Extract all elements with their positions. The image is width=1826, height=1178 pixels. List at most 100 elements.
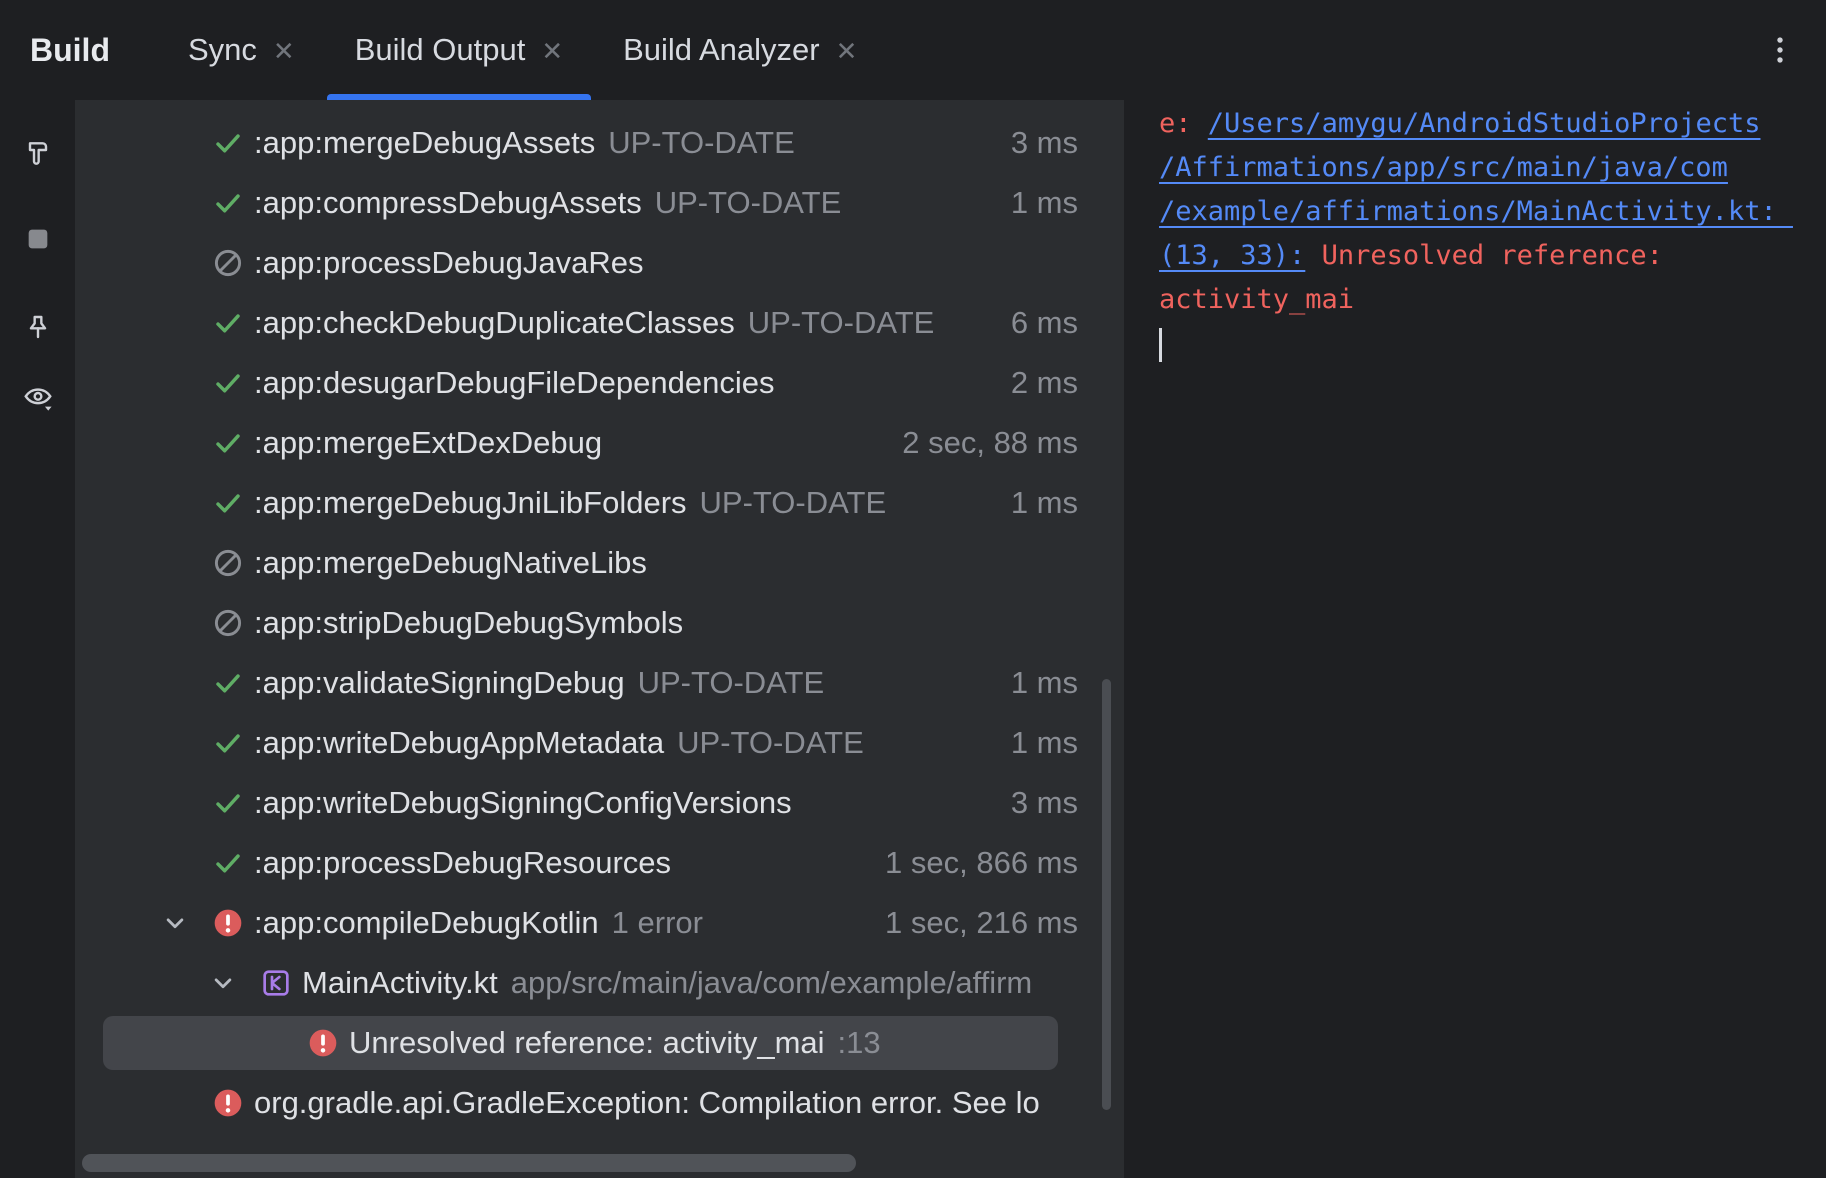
node-suffix: UP-TO-DATE bbox=[677, 725, 864, 760]
node-suffix: :13 bbox=[837, 1025, 881, 1060]
node-label: :app:compressDebugAssets bbox=[254, 185, 642, 220]
chevron-down-icon[interactable] bbox=[160, 908, 212, 938]
success-icon bbox=[212, 787, 244, 819]
close-icon[interactable]: ✕ bbox=[272, 36, 295, 66]
node-label: :app:checkDebugDuplicateClasses bbox=[254, 305, 735, 340]
tree-row[interactable]: :app:processDebugResources 1 sec, 866 ms bbox=[75, 833, 1124, 893]
task-duration: 1 ms bbox=[1010, 185, 1078, 220]
tree-row[interactable]: :app:compileDebugKotlin 1 error 1 sec, 216… bbox=[75, 893, 1124, 953]
node-suffix: app/src/main/java/com/example/affirm bbox=[510, 965, 1033, 1000]
node-label: :app:stripDebugDebugSymbols bbox=[254, 605, 684, 640]
success-icon bbox=[212, 127, 244, 159]
file-location-link[interactable]: /example/affirmations/MainActivity.kt: bbox=[1159, 196, 1793, 227]
file-location-link[interactable]: /Affirmations/app/src/main/java/com bbox=[1159, 152, 1728, 183]
tree-row[interactable]: :app:processDebugJavaRes bbox=[75, 233, 1124, 293]
tab-sync[interactable]: Sync ✕ bbox=[158, 0, 325, 100]
tree-row[interactable]: :app:desugarDebugFileDependencies 2 ms bbox=[75, 353, 1124, 413]
tree-row[interactable]: :app:mergeExtDexDebug 2 sec, 88 ms bbox=[75, 413, 1124, 473]
console-line: /example/affirmations/MainActivity.kt: bbox=[1159, 190, 1818, 234]
error-icon bbox=[307, 1027, 339, 1059]
success-icon bbox=[212, 187, 244, 219]
success-icon bbox=[212, 727, 244, 759]
eye-icon[interactable] bbox=[16, 375, 60, 419]
tree-row[interactable]: :app:writeDebugAppMetadata UP-TO-DATE 1 ms bbox=[75, 713, 1124, 773]
node-label: :app:processDebugResources bbox=[254, 845, 672, 880]
tree-row[interactable]: org.gradle.api.GradleException: Compilat… bbox=[75, 1073, 1124, 1133]
node-label: :app:writeDebugAppMetadata bbox=[254, 725, 665, 760]
success-icon bbox=[212, 367, 244, 399]
pin-icon[interactable] bbox=[16, 305, 60, 349]
console-caret-line bbox=[1159, 322, 1818, 366]
build-error-console: e: /Users/amygu/AndroidStudioProjects/Af… bbox=[1124, 100, 1826, 1178]
tree-row[interactable]: Unresolved reference: activity_mai:13 bbox=[75, 1013, 1124, 1073]
task-duration: 1 ms bbox=[1010, 665, 1078, 700]
tab-label: Build Analyzer bbox=[623, 32, 820, 67]
node-suffix: UP-TO-DATE bbox=[699, 485, 887, 520]
error-message-text: activity_mai bbox=[1159, 284, 1355, 315]
error-icon bbox=[212, 1087, 244, 1119]
node-label: :app:mergeDebugJniLibFolders bbox=[254, 485, 687, 520]
node-suffix: 1 error bbox=[611, 905, 703, 940]
horizontal-scrollbar[interactable] bbox=[82, 1154, 856, 1172]
success-icon bbox=[212, 847, 244, 879]
file-location-link[interactable]: (13, 33): bbox=[1159, 240, 1306, 271]
tab-label: Sync bbox=[187, 32, 257, 67]
error-message-text: e: bbox=[1159, 108, 1208, 139]
node-label: :app:validateSigningDebug bbox=[254, 665, 625, 700]
skipped-icon bbox=[212, 547, 244, 579]
console-line: (13, 33): Unresolved reference: bbox=[1159, 234, 1818, 278]
task-duration: 1 ms bbox=[1010, 485, 1078, 520]
tree-row[interactable]: :app:stripDebugDebugSymbols bbox=[75, 593, 1124, 653]
task-duration: 1 sec, 216 ms bbox=[885, 905, 1078, 940]
hammer-icon[interactable] bbox=[16, 130, 60, 174]
task-duration: 6 ms bbox=[1010, 305, 1078, 340]
node-label: :app:processDebugJavaRes bbox=[254, 245, 644, 280]
node-label: :app:desugarDebugFileDependencies bbox=[254, 365, 775, 400]
success-icon bbox=[212, 487, 244, 519]
tree-row[interactable]: :app:mergeDebugJniLibFolders UP-TO-DATE 1 … bbox=[75, 473, 1124, 533]
tab-label: Build Output bbox=[354, 32, 526, 67]
task-duration: 1 sec, 866 ms bbox=[885, 845, 1078, 880]
node-label: :app:mergeExtDexDebug bbox=[254, 425, 603, 460]
vertical-scrollbar[interactable] bbox=[1102, 679, 1111, 1110]
node-suffix: UP-TO-DATE bbox=[637, 665, 825, 700]
tree-row[interactable]: :app:validateSigningDebug UP-TO-DATE 1 ms bbox=[75, 653, 1124, 713]
error-icon bbox=[212, 907, 244, 939]
task-duration: 2 ms bbox=[1010, 365, 1078, 400]
tab-build-output[interactable]: Build Output ✕ bbox=[325, 0, 593, 100]
tree-row[interactable]: :app:mergeDebugNativeLibs bbox=[75, 533, 1124, 593]
error-message-text: Unresolved reference: bbox=[1305, 240, 1663, 271]
success-icon bbox=[212, 427, 244, 459]
stop-icon[interactable] bbox=[16, 217, 60, 261]
console-line: activity_mai bbox=[1159, 278, 1818, 322]
node-label: :app:writeDebugSigningConfigVersions bbox=[254, 785, 792, 820]
chevron-down-icon[interactable] bbox=[208, 968, 260, 998]
success-icon bbox=[212, 667, 244, 699]
more-options-icon[interactable] bbox=[1758, 28, 1802, 72]
text-cursor bbox=[1159, 327, 1162, 362]
tab-build-analyzer[interactable]: Build Analyzer ✕ bbox=[593, 0, 887, 100]
node-label: :app:compileDebugKotlin bbox=[254, 905, 599, 940]
task-duration: 3 ms bbox=[1010, 125, 1078, 160]
left-toolbar bbox=[0, 100, 75, 1178]
file-location-link[interactable]: /Users/amygu/AndroidStudioProjects bbox=[1207, 108, 1761, 139]
console-line: /Affirmations/app/src/main/java/com bbox=[1159, 146, 1818, 190]
task-duration: 2 sec, 88 ms bbox=[902, 425, 1078, 460]
kotlin-file-icon bbox=[260, 967, 292, 999]
node-suffix: UP-TO-DATE bbox=[608, 125, 795, 160]
close-icon[interactable]: ✕ bbox=[835, 36, 858, 66]
close-icon[interactable]: ✕ bbox=[541, 36, 564, 66]
build-tab-bar: Build Sync ✕ Build Output ✕ Build Analyz… bbox=[0, 0, 1826, 100]
node-label: org.gradle.api.GradleException: Compilat… bbox=[254, 1085, 1040, 1120]
console-line: e: /Users/amygu/AndroidStudioProjects bbox=[1159, 102, 1818, 146]
skipped-icon bbox=[212, 607, 244, 639]
task-duration: 1 ms bbox=[1010, 725, 1078, 760]
